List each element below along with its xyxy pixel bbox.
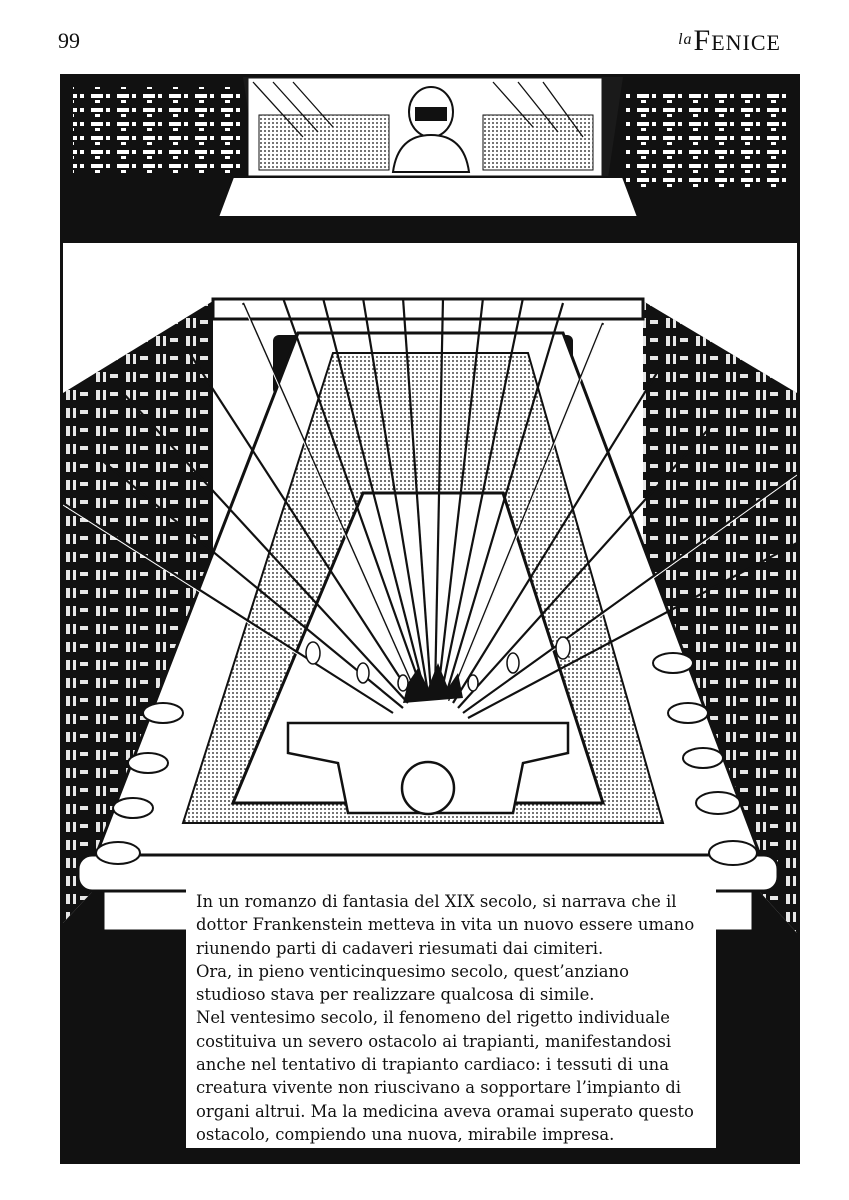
logo-rest: ENICE — [711, 30, 781, 55]
robotic-arms — [63, 297, 797, 719]
caption-line: Ora, in pieno venticinquesimo secolo, qu… — [196, 961, 629, 981]
surgery-site — [403, 663, 463, 703]
caption-line: In un romanzo di fantasia del XIX secolo… — [196, 892, 677, 911]
caption-line: organi altrui. Ma la medicina aveva oram… — [196, 1101, 694, 1121]
control-room-illustration — [63, 77, 797, 237]
logo-prefix: la — [678, 31, 693, 48]
console-ledge — [216, 176, 640, 218]
page-number: 99 — [58, 28, 80, 53]
caption-line: riunendo parti di cadaveri riesumati dai… — [196, 938, 604, 958]
caption-line: anche nel tentativo di trapianto cardiac… — [196, 1055, 669, 1075]
comic-panel-top — [60, 74, 800, 240]
caption-line: studioso stava per realizzare qualcosa d… — [196, 985, 595, 1005]
logo-initial: F — [693, 24, 712, 57]
narration-caption: In un romanzo di fantasia del XIX secolo… — [186, 886, 716, 1148]
wall-lights-right — [623, 91, 788, 191]
caption-line: costituiva un severo ostacolo ai trapian… — [196, 1031, 672, 1051]
series-logo: laFENICE — [678, 24, 781, 58]
caption-line: Nel ventesimo secolo, il fenomeno del ri… — [196, 1008, 670, 1028]
caption-line: dottor Frankenstein metteva in vita un n… — [196, 915, 695, 935]
pilot-figure — [391, 86, 471, 173]
caption-line: creatura vivente non riuscivano a soppor… — [196, 1078, 682, 1098]
wall-lights-left — [73, 87, 243, 177]
caption-line: ostacolo, compiendo una nuova, mirabile … — [196, 1124, 615, 1144]
